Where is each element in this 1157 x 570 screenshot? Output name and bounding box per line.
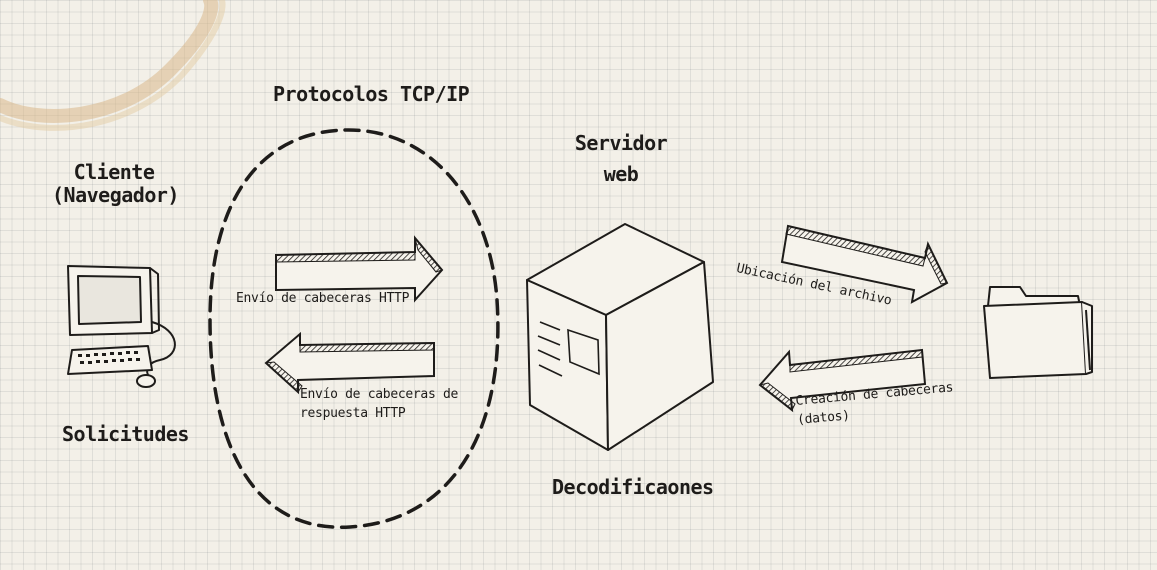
server-title: Servidor web: [566, 128, 676, 190]
arrow-back-label-line2: respuesta HTTP: [300, 405, 406, 421]
arrow-back-label: Envío de cabeceras de respuesta HTTP: [300, 387, 459, 422]
client-title-line2: (Navegador): [52, 183, 179, 207]
arrow-client-to-server: [275, 235, 444, 303]
server-title-line1: Servidor: [574, 131, 668, 155]
arrow-out-label: Envío de cabeceras HTTP: [236, 291, 410, 306]
protocols-title: Protocolos TCP/IP: [273, 82, 470, 106]
arrow-server-to-file: [780, 224, 949, 304]
client-title-line1: Cliente: [73, 160, 155, 184]
arrow-file-to-server: [758, 348, 927, 413]
server-caption: Decodificaones: [552, 475, 714, 499]
server-title-line2: web: [603, 162, 639, 186]
arrow-server-to-client: [264, 331, 435, 395]
arrow-back-label-line1: Envío de cabeceras de: [300, 387, 459, 402]
client-caption: Solicitudes: [62, 422, 189, 446]
client-title: Cliente (Navegador): [52, 160, 179, 207]
